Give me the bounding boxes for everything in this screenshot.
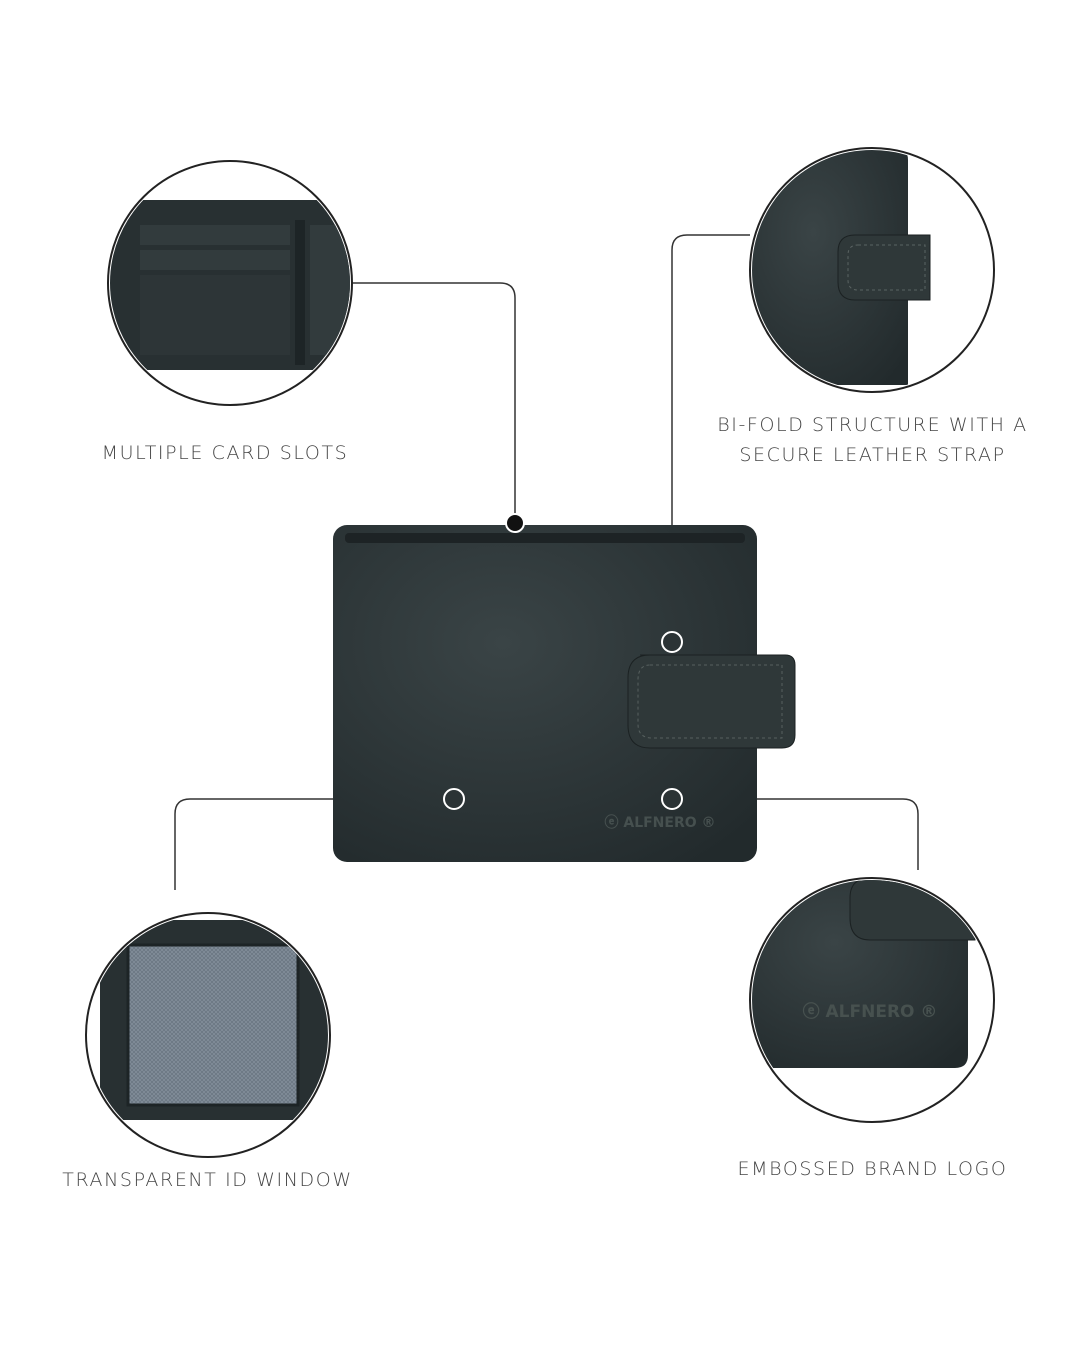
detail-id-window-image	[88, 915, 328, 1155]
detail-card-slots-image	[110, 163, 350, 403]
label-card-slots: MULTIPLE CARD SLOTS	[101, 442, 349, 464]
connector-id-window	[174, 798, 444, 890]
detail-logo-frame	[749, 877, 995, 1123]
connector-strap	[671, 234, 750, 632]
connector-card-slots	[352, 282, 516, 515]
detail-id-window-frame	[85, 912, 331, 1158]
connector-logo	[682, 798, 919, 870]
hotspot-strap[interactable]	[661, 631, 683, 653]
label-strap-line1: BI-FOLD STRUCTURE WITH A	[717, 414, 1028, 436]
wallet-image: ⓔ ALFNERO ®	[333, 525, 796, 862]
label-id-window: TRANSPARENT ID WINDOW	[62, 1169, 353, 1191]
hotspot-card-slots[interactable]	[505, 513, 525, 533]
label-strap: BI-FOLD STRUCTURE WITH A SECURE LEATHER …	[700, 410, 1045, 470]
embossed-logo: ⓔ ALFNERO ®	[604, 814, 715, 831]
detail-embossed-logo: ⓔ ALFNERO ®	[803, 1001, 938, 1022]
connector-lines	[174, 234, 919, 890]
hotspot-id-window[interactable]	[443, 788, 465, 810]
detail-logo-image: ⓔ ALFNERO ®	[752, 880, 992, 1120]
wallet-strap	[627, 654, 796, 749]
label-brand-logo: EMBOSSED BRAND LOGO	[737, 1158, 1008, 1180]
detail-strap-image	[752, 150, 992, 390]
detail-card-slots-frame	[107, 160, 353, 406]
label-strap-line2: SECURE LEATHER STRAP	[739, 444, 1006, 466]
detail-strap-frame	[749, 147, 995, 393]
hotspot-logo[interactable]	[661, 788, 683, 810]
